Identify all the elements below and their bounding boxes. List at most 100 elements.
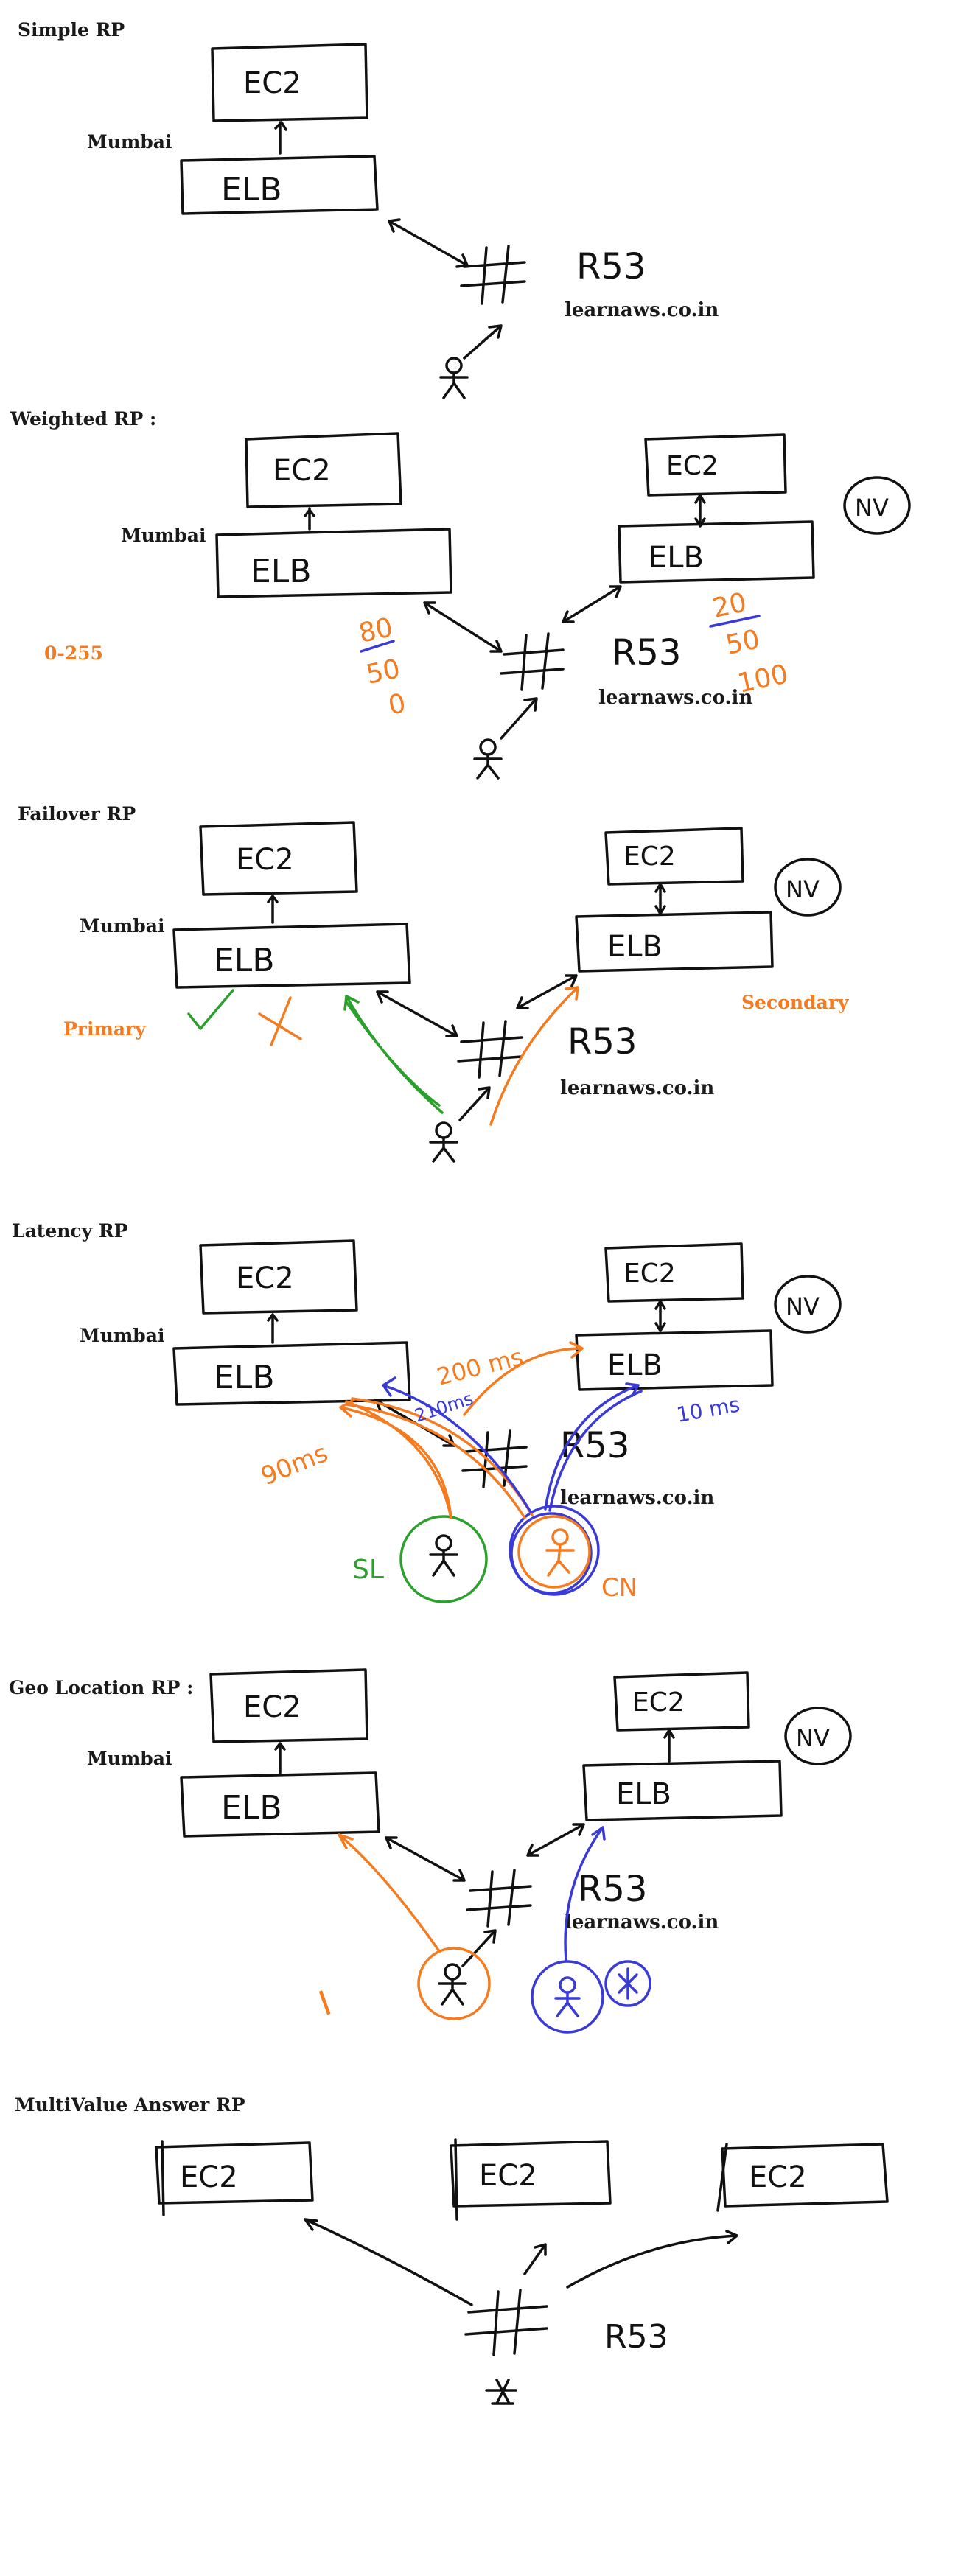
simple-rp-heading: Simple RP — [18, 19, 125, 41]
latency-hash-icon — [461, 1429, 528, 1488]
mumbai-label-simple: Mumbai — [87, 131, 172, 153]
geo-elb-box-left — [180, 1771, 380, 1838]
latency-210ms-text: 210ms — [412, 1388, 475, 1427]
failover-nv-circle — [774, 858, 842, 917]
failover-ec2-text-right: EC2 — [623, 841, 676, 872]
latency-ec2-text-left: EC2 — [236, 1261, 294, 1295]
latency-cn-blue-route-right — [544, 1382, 643, 1512]
weighted-elb-box-right — [618, 520, 815, 584]
weighted-connector-left — [304, 507, 315, 531]
weighted-hash-icon — [500, 632, 565, 691]
latency-200ms-text: 200 ms — [434, 1343, 526, 1391]
failover-ec2-box-left — [199, 821, 358, 896]
range-label: 0-255 — [44, 643, 103, 664]
simple-elb-box: ELB — [180, 155, 379, 215]
simple-connector — [274, 121, 287, 155]
multivalue-box-3-edge — [716, 2143, 728, 2212]
latency-elb-box-left — [172, 1341, 411, 1406]
geo-elb-box-right — [582, 1760, 783, 1821]
weighted-user-icon — [473, 738, 503, 780]
geo-location-rp-heading: Geo Location RP : — [9, 1677, 194, 1698]
failover-green-route — [343, 995, 444, 1114]
weight-right-20: 20 — [710, 587, 749, 624]
weighted-connector-right — [694, 494, 706, 528]
failover-arrow-user — [458, 1086, 491, 1121]
latency-connector-left — [267, 1313, 279, 1344]
geo-user-us — [531, 1960, 604, 2034]
latency-sl-route — [339, 1399, 452, 1519]
site-failover: learnaws.co.in — [560, 1077, 715, 1099]
failover-nv-text: NV — [786, 875, 820, 903]
site-latency: learnaws.co.in — [560, 1487, 715, 1509]
multivalue-arrow-1 — [304, 2218, 473, 2306]
weighted-ec2-box-left — [245, 432, 402, 508]
multivalue-user-icon — [485, 2379, 517, 2405]
latency-elb-box-right — [575, 1329, 774, 1391]
weighted-ec2-box-right — [644, 433, 787, 497]
multivalue-arrow-3 — [566, 2230, 738, 2289]
weight-right-50: 50 — [723, 624, 762, 661]
failover-arrow-left — [376, 990, 458, 1037]
primary-label: Primary — [63, 1018, 146, 1040]
latency-nv-text: NV — [786, 1292, 820, 1320]
latency-user-sl — [399, 1515, 488, 1603]
latency-rp-heading: Latency RP — [12, 1220, 128, 1242]
geo-ec2-box-right — [613, 1671, 750, 1732]
latency-90ms-text: 90ms — [256, 1438, 332, 1491]
geo-orange-route — [338, 1833, 441, 1953]
simple-ec2-box: EC2 — [211, 43, 368, 122]
simple-r53-text: R53 — [576, 246, 646, 287]
geo-ec2-text-right: EC2 — [632, 1687, 685, 1718]
mumbai-label-geo: Mumbai — [87, 1748, 172, 1769]
geo-ec2-text-left: EC2 — [243, 1690, 301, 1724]
secondary-label: Secondary — [741, 992, 849, 1013]
geo-arrow-right — [526, 1823, 585, 1857]
latency-orange-route-right — [463, 1341, 584, 1416]
failover-elb-text-right: ELB — [607, 930, 663, 964]
weight-underline-left — [360, 640, 395, 653]
geo-india-text: I — [313, 1983, 336, 2023]
weighted-elb-text-right: ELB — [649, 541, 704, 575]
geo-nv-text: NV — [796, 1724, 830, 1752]
multivalue-arrow-2 — [523, 2243, 547, 2275]
multivalue-ec2-text-3: EC2 — [749, 2160, 807, 2194]
multivalue-box-2-edge — [454, 2138, 458, 2221]
failover-rp-heading: Failover RP — [18, 803, 136, 825]
weight-left-0: 0 — [385, 688, 408, 721]
multivalue-ec2-box-1 — [155, 2141, 314, 2205]
geo-r53-text: R53 — [578, 1869, 647, 1910]
simple-ec2-text: EC2 — [243, 66, 301, 100]
geo-elb-text-left: ELB — [221, 1789, 282, 1827]
failover-elb-text-left: ELB — [214, 942, 275, 979]
site-geo: learnaws.co.in — [565, 1911, 719, 1933]
primary-check-icon — [187, 989, 234, 1030]
failover-orange-route — [489, 986, 579, 1126]
simple-arrow-elb — [388, 218, 469, 268]
failover-ec2-text-left: EC2 — [236, 843, 294, 877]
weighted-elb-box-left — [215, 528, 452, 598]
geo-user-india — [417, 1947, 491, 2020]
geo-connector-right — [663, 1729, 675, 1763]
latency-ec2-box-right — [604, 1242, 744, 1303]
geo-arrow-user — [461, 1929, 497, 1967]
multivalue-hash-icon — [464, 2289, 548, 2356]
failover-elb-box-left — [172, 923, 411, 989]
multivalue-ec2-text-1: EC2 — [180, 2160, 238, 2194]
latency-cn-blue-route-left — [382, 1376, 532, 1513]
failover-arrow-right — [516, 974, 578, 1009]
weighted-nv-circle — [843, 476, 911, 535]
failover-hash-icon — [457, 1020, 523, 1079]
latency-r53-text: R53 — [560, 1425, 629, 1466]
site-weighted: learnaws.co.in — [598, 687, 753, 709]
geo-globe-icon — [604, 1960, 651, 2007]
multivalue-ec2-text-2: EC2 — [479, 2159, 537, 2193]
weighted-arrow-user — [500, 697, 538, 740]
simple-elb-text: ELB — [221, 171, 282, 209]
mumbai-label-latency: Mumbai — [80, 1325, 165, 1346]
weighted-nv-text: NV — [855, 494, 889, 522]
latency-connector-right — [654, 1300, 666, 1332]
multivalue-r53-text: R53 — [604, 2318, 668, 2356]
weighted-ec2-text-left: EC2 — [273, 454, 331, 488]
latency-10ms-text: 10 ms — [674, 1392, 741, 1427]
